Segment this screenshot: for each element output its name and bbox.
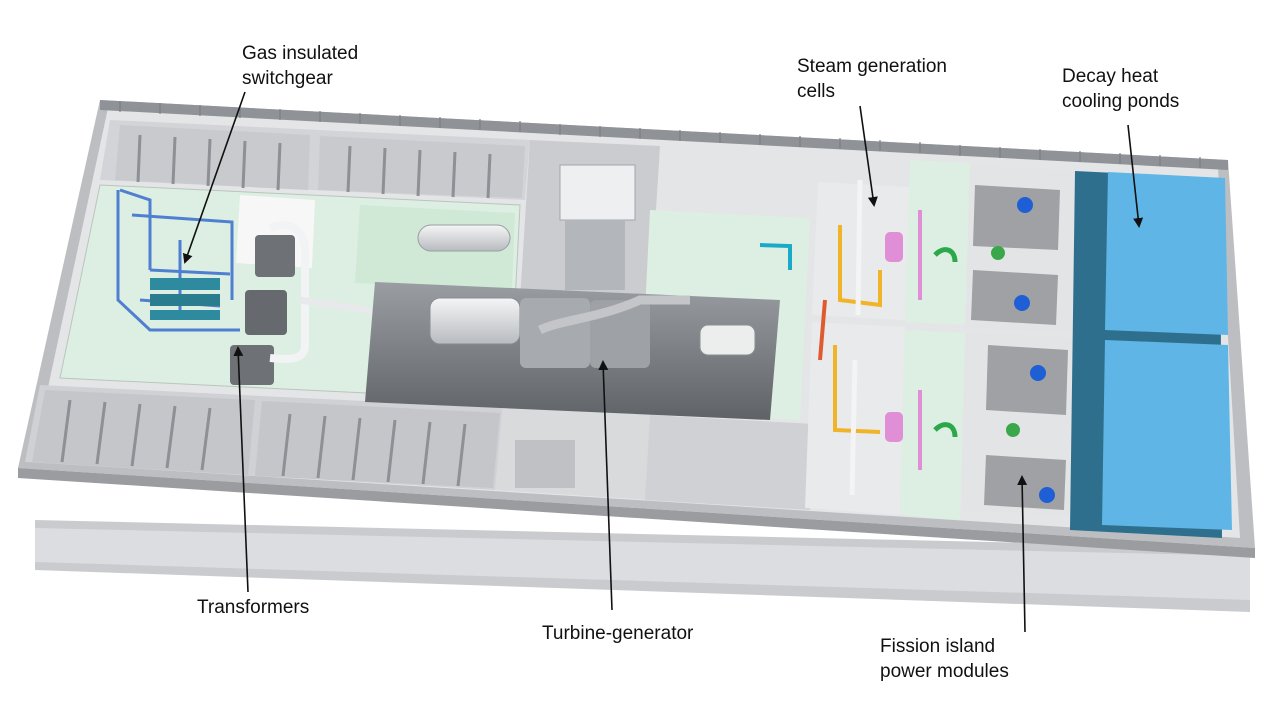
label-fission-island-power-modules: Fission island power modules [880, 636, 1009, 682]
switchgear-units [150, 278, 220, 320]
arrow-transformers [233, 346, 249, 593]
label-decay-heat-cooling-ponds: Decay heat cooling ponds [1062, 66, 1180, 112]
label-turbine-generator: Turbine-generator [542, 623, 694, 644]
rim-pattern [119, 101, 1201, 168]
label-steam-generation-cells: Steam generation cells [797, 56, 947, 102]
arrow-switchgear [182, 91, 246, 264]
transformers [230, 221, 381, 385]
decay-heat-cooling-ponds [1070, 171, 1232, 538]
arrow-steam-generation [859, 105, 878, 207]
turbine-generator-unit [365, 282, 780, 488]
steam-generation-cells [759, 160, 970, 520]
label-gas-insulated-switchgear: Gas insulated switchgear [242, 43, 359, 89]
arrow-cooling-ponds [1127, 124, 1144, 228]
label-transformers: Transformers [197, 597, 310, 618]
arrow-turbine-generator [598, 360, 613, 611]
fission-island-modules [962, 165, 1075, 515]
arrow-fission-island [1017, 475, 1028, 633]
annotation-arrows [182, 91, 1144, 633]
storage-bays-lower-left [25, 385, 505, 490]
